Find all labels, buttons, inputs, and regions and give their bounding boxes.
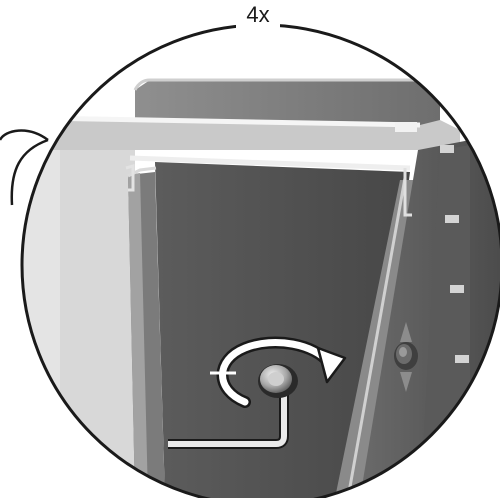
allen-key-icon bbox=[168, 394, 289, 449]
inner-panel bbox=[155, 162, 410, 498]
screw-icon bbox=[394, 322, 418, 392]
clockwise-rotation-arrow-icon bbox=[210, 336, 347, 408]
bolt-head bbox=[258, 364, 298, 398]
right-bracket-notches bbox=[440, 145, 469, 363]
callout-leader-line bbox=[0, 129, 49, 206]
quantity-label: 4x bbox=[236, 2, 280, 28]
